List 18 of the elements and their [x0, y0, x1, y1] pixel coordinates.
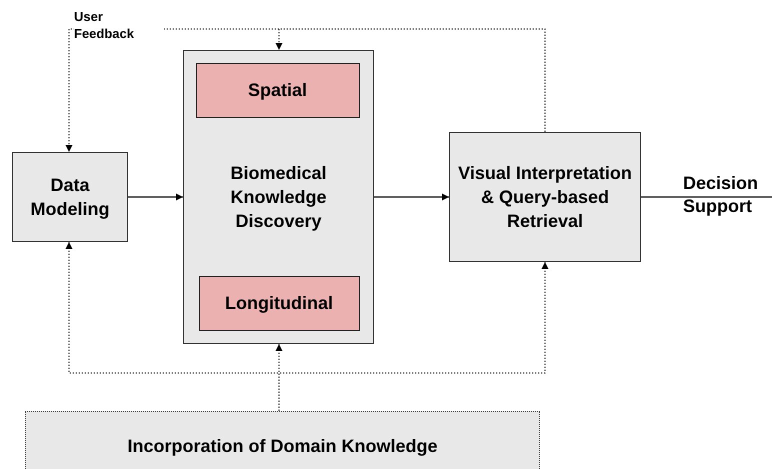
process-box	[449, 132, 641, 262]
sub-process-box	[196, 62, 360, 118]
arrow	[374, 194, 449, 200]
process-box	[12, 152, 128, 242]
edge-label: Decision Support	[683, 172, 760, 218]
node-label: Incorporation of Domain Knowledge	[128, 435, 438, 458]
node-label: Data Modeling	[30, 174, 110, 221]
arrow	[128, 194, 183, 200]
input-band	[25, 411, 540, 469]
node-label: Biomedical Knowledge Discovery	[229, 162, 328, 233]
node-label: Spatial	[248, 79, 308, 102]
sub-process-box	[198, 276, 360, 330]
node-label: Longitudinal	[225, 292, 333, 315]
dotted-arrow	[276, 28, 546, 132]
node-label: Visual Interpretation & Query-based Retrieval	[458, 162, 632, 233]
process-box	[183, 50, 374, 344]
arrow	[641, 194, 772, 200]
dotted-arrow	[278, 262, 548, 412]
